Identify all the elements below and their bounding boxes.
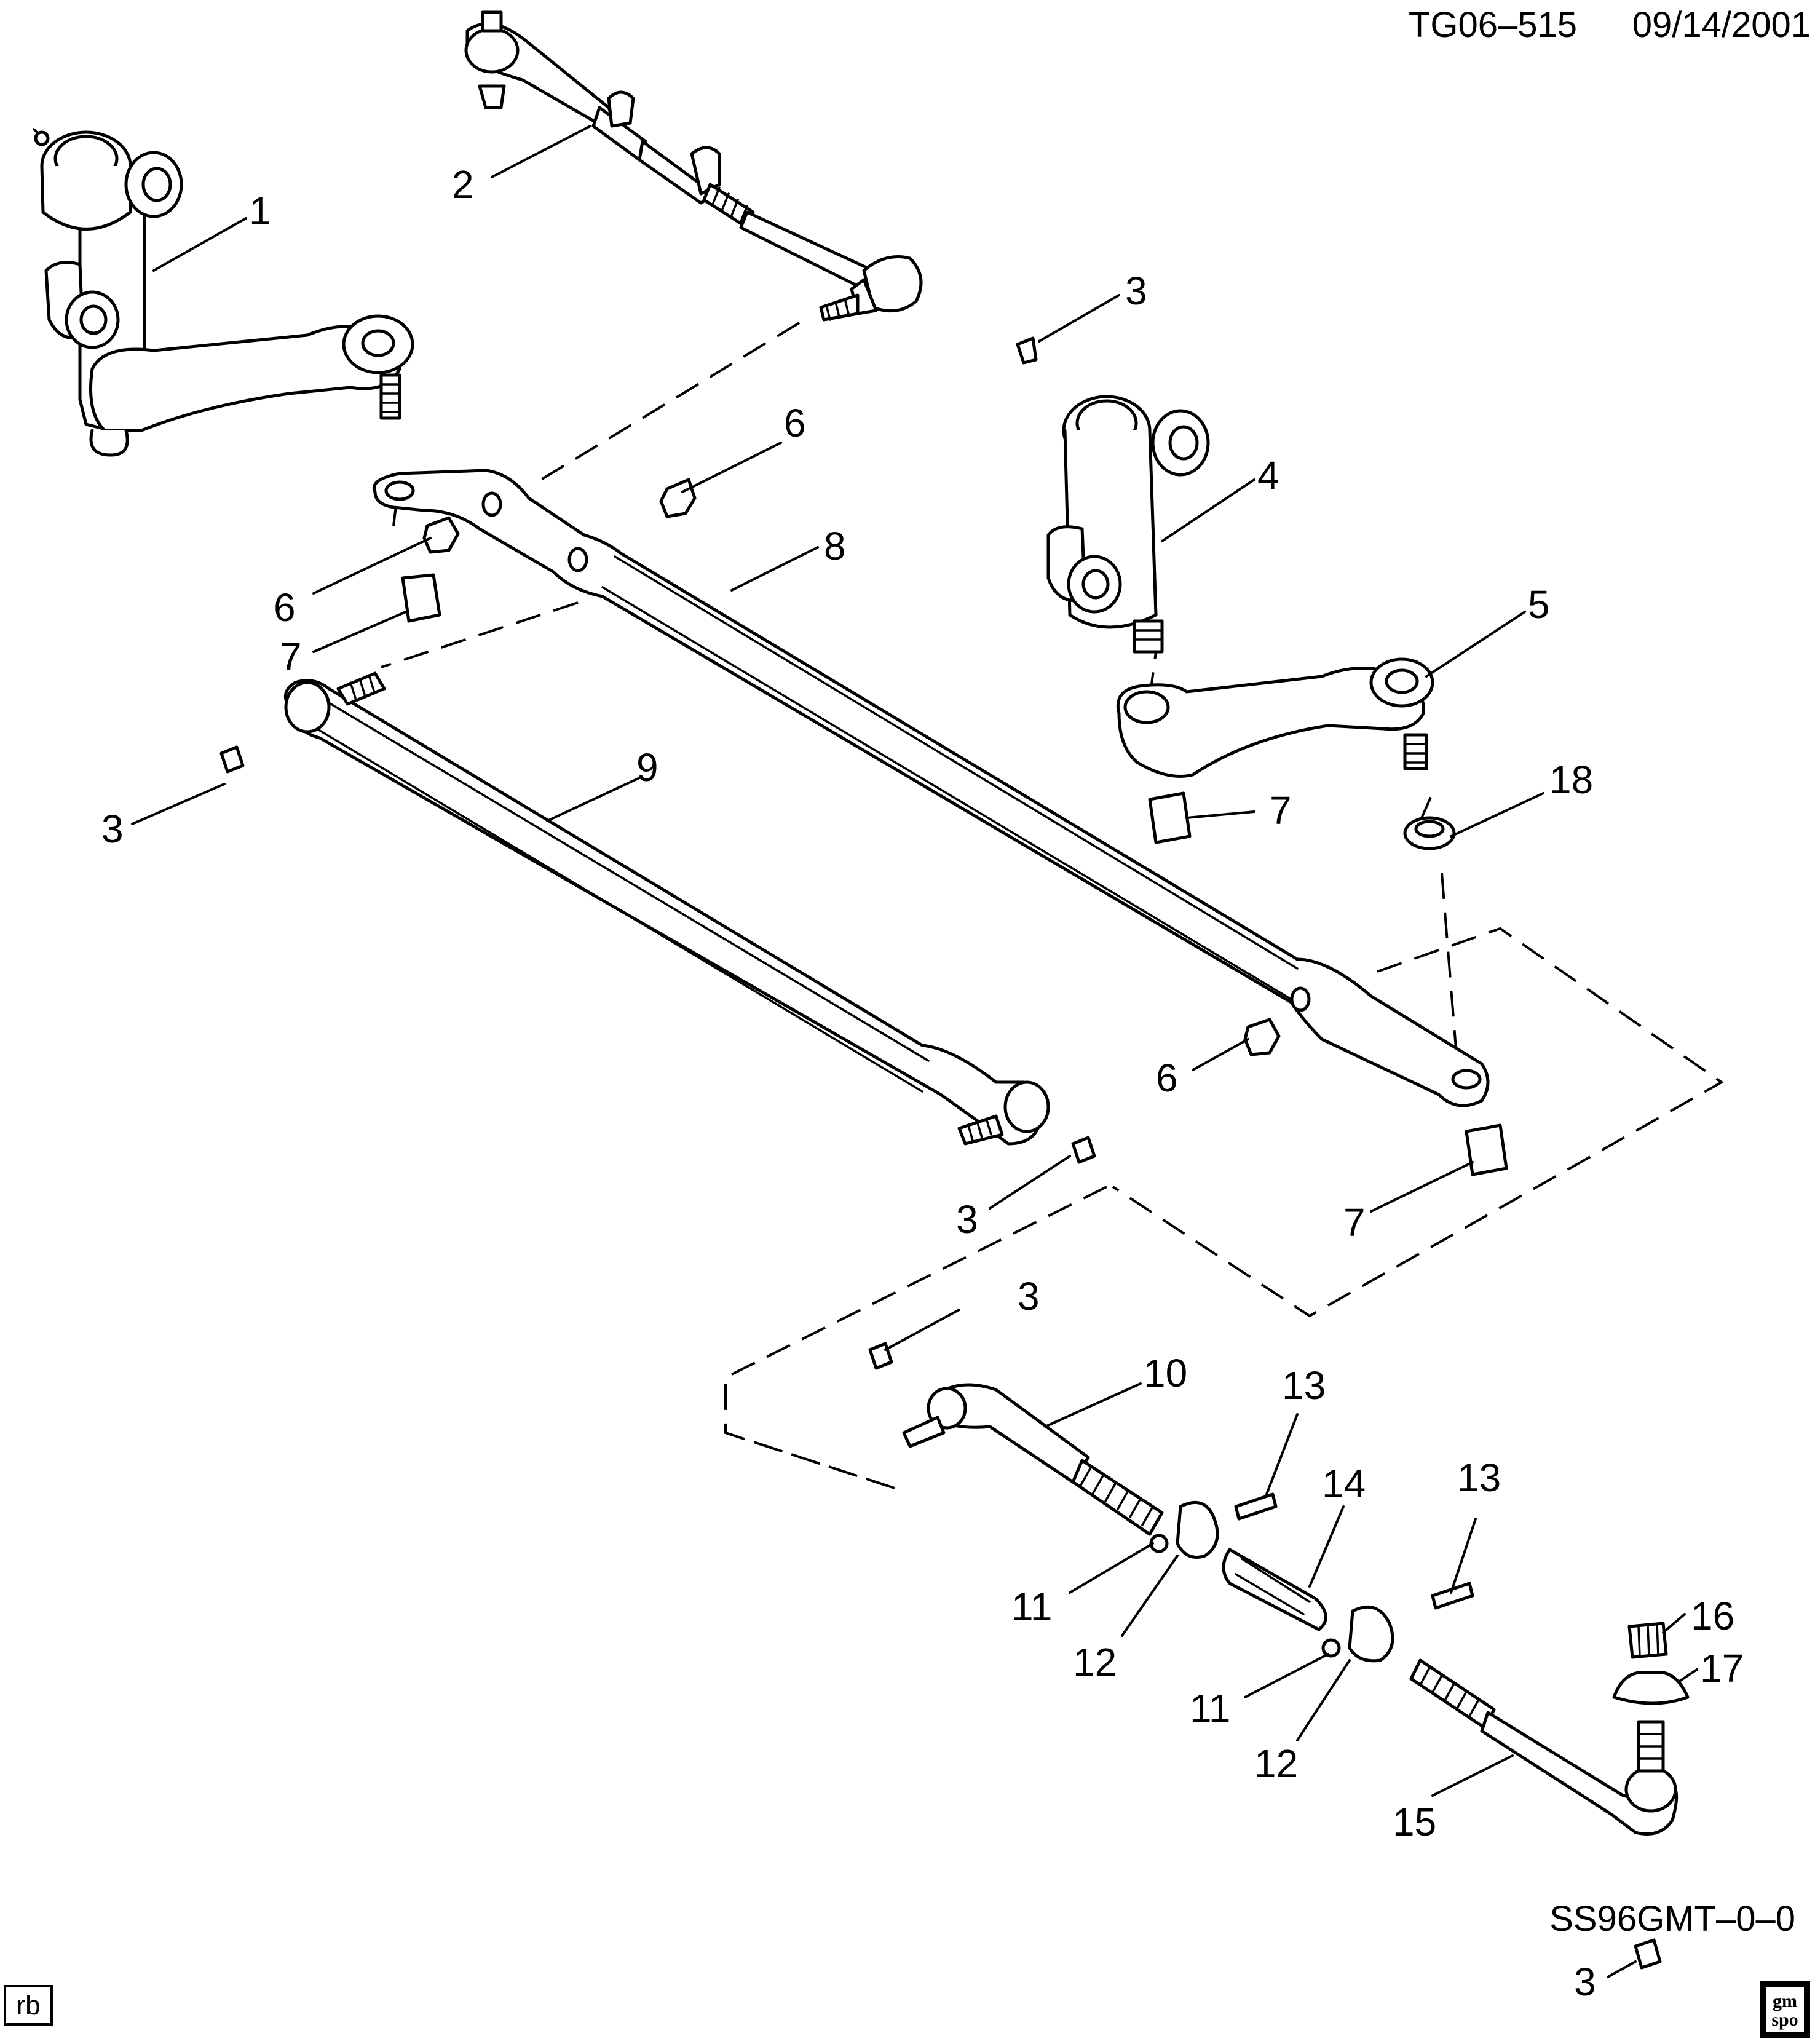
callout-5: 5: [1528, 582, 1550, 627]
callout-7: 7: [280, 635, 302, 679]
upper-tie-rod-assembly: [464, 10, 923, 322]
callout-4: 4: [1257, 453, 1279, 497]
callout-15: 15: [1393, 1800, 1436, 1844]
callout-17: 17: [1700, 1646, 1744, 1690]
footer-reference-code: SS96GMT–0–0: [1549, 1899, 1795, 1939]
header-date: 09/14/2001: [1632, 5, 1811, 45]
callout-6: 6: [274, 585, 296, 630]
inner-tie-rod-end: [902, 1383, 1164, 1536]
callout-18: 18: [1549, 758, 1593, 802]
outer-tie-rod-end: [1409, 1658, 1679, 1836]
callout-1: 1: [249, 189, 271, 233]
logo-line1: gm: [1773, 1991, 1797, 2011]
adjuster-sleeve-and-clamps: [1149, 1492, 1474, 1663]
callout-9: 9: [636, 745, 658, 790]
callout-11: 11: [1190, 1686, 1230, 1730]
hardware: [219, 336, 1662, 1970]
castle-nut-and-seal: [1612, 1622, 1690, 1705]
connecting-rod: [283, 671, 1050, 1146]
leader-lines: [131, 125, 1698, 1978]
callout-6: 6: [784, 401, 806, 445]
callout-10: 10: [1144, 1351, 1187, 1395]
callout-13: 13: [1282, 1363, 1326, 1408]
callout-3: 3: [1574, 1960, 1596, 2004]
idler-arm-assembly: [33, 128, 414, 457]
header-diagram-code: TG06–515: [1409, 5, 1577, 45]
callout-12: 12: [1254, 1741, 1298, 1786]
author-initials: rb: [16, 1991, 40, 2021]
author-initials-box: rb: [4, 1985, 53, 2026]
callout-3: 3: [101, 807, 124, 851]
callout-7: 7: [1343, 1200, 1366, 1245]
callout-2: 2: [452, 162, 474, 207]
callout-12: 12: [1073, 1640, 1117, 1684]
callout-14: 14: [1322, 1462, 1366, 1506]
callout-7: 7: [1270, 788, 1292, 833]
callout-6: 6: [1156, 1056, 1178, 1100]
dashed-guide-lines: [381, 322, 1724, 1489]
logo-line2: spo: [1771, 2010, 1798, 2030]
pitman-arm: [1116, 657, 1434, 778]
callout-3: 3: [956, 1197, 978, 1242]
callout-3: 3: [1018, 1274, 1040, 1318]
gm-spo-logo: gm spo: [1760, 1981, 1810, 2038]
callout-3: 3: [1125, 269, 1147, 313]
callout-11: 11: [1011, 1585, 1052, 1629]
callout-13: 13: [1457, 1456, 1501, 1500]
callout-labels: 1 2 3 3 3 3 3 4 5 6 6 6 7 7 7 8 9 10 11 …: [101, 162, 1744, 2004]
callout-8: 8: [824, 524, 846, 568]
callout-16: 16: [1691, 1594, 1734, 1638]
relay-rod-center-link: [373, 469, 1490, 1107]
right-idler-bracket: [1046, 395, 1210, 654]
